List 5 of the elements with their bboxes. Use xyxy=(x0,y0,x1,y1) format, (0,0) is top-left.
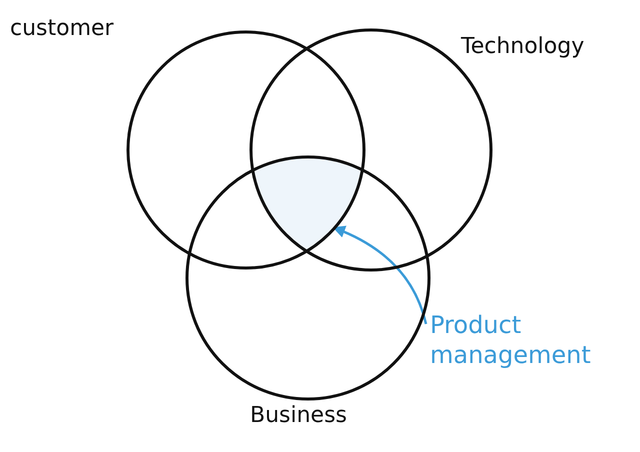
circle-label: Business xyxy=(250,403,348,428)
circle-label: Technology xyxy=(461,34,584,59)
callout-text: Product management xyxy=(430,310,630,370)
circle-label: customer xyxy=(10,16,114,41)
leader-arrow xyxy=(332,226,428,324)
